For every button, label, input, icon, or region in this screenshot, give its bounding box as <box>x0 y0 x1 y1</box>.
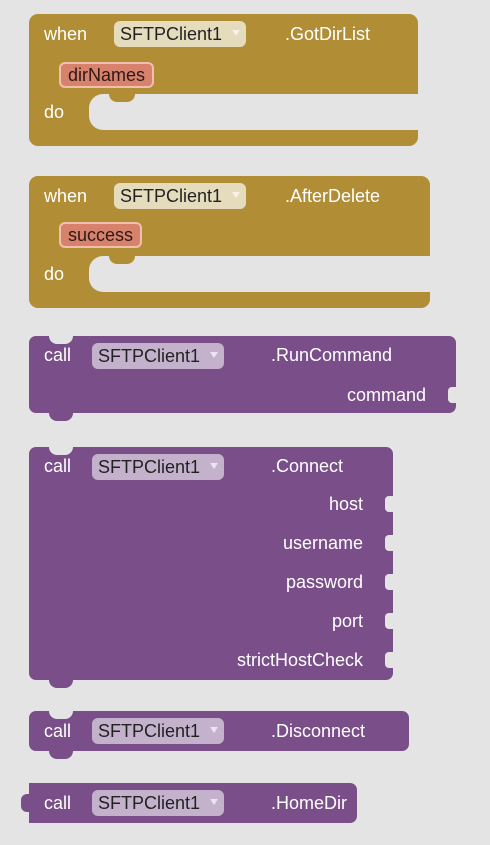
method-block-connect[interactable]: call SFTPClient1 .Connect host username … <box>29 447 393 680</box>
arg-socket-username[interactable] <box>385 535 393 551</box>
dropdown-arrow-icon <box>232 30 241 37</box>
component-dropdown[interactable]: SFTPClient1 <box>114 183 247 209</box>
component-dropdown[interactable]: SFTPClient1 <box>92 718 225 744</box>
component-name: SFTPClient1 <box>98 457 201 477</box>
next-connector <box>49 751 73 759</box>
component-dropdown[interactable]: SFTPClient1 <box>92 790 225 816</box>
param-chip-dirnames[interactable]: dirNames <box>59 62 155 88</box>
next-connector <box>49 680 73 688</box>
arg-label-port: port <box>331 611 363 631</box>
method-block-run-command[interactable]: call SFTPClient1 .RunCommand command <box>29 336 456 413</box>
statement-slot[interactable] <box>89 94 418 130</box>
dropdown-arrow-icon <box>210 463 219 470</box>
event-name: .AfterDelete <box>285 186 381 206</box>
arg-socket-port[interactable] <box>385 613 393 629</box>
dropdown-arrow-icon <box>232 192 241 199</box>
method-block-disconnect[interactable]: call SFTPClient1 .Disconnect <box>29 711 409 751</box>
keyword-when: when <box>44 24 88 44</box>
component-name: SFTPClient1 <box>98 721 201 741</box>
keyword-call: call <box>44 456 72 476</box>
previous-connector <box>49 336 73 344</box>
component-name: SFTPClient1 <box>120 186 223 206</box>
keyword-call: call <box>44 721 72 741</box>
event-block-after-delete[interactable]: when SFTPClient1 .AfterDelete success do <box>29 176 430 308</box>
arg-label-command: command <box>346 385 426 405</box>
arg-label-stricthostcheck: strictHostCheck <box>236 650 363 670</box>
statement-slot[interactable] <box>89 256 430 292</box>
dropdown-arrow-icon <box>210 799 219 806</box>
keyword-do: do <box>44 264 65 284</box>
component-name: SFTPClient1 <box>120 24 223 44</box>
next-connector <box>49 413 73 421</box>
method-name: .Connect <box>271 456 344 476</box>
method-name: .RunCommand <box>271 345 393 365</box>
arg-label-password: password <box>285 572 363 592</box>
component-name: SFTPClient1 <box>98 346 201 366</box>
previous-connector <box>49 711 73 719</box>
keyword-call: call <box>44 345 72 365</box>
output-plug <box>21 794 29 812</box>
dropdown-arrow-icon <box>210 352 219 359</box>
dropdown-arrow-icon <box>210 727 219 734</box>
method-name: .HomeDir <box>271 793 348 813</box>
keyword-call: call <box>44 793 72 813</box>
arg-socket-command[interactable] <box>448 387 456 403</box>
component-dropdown[interactable]: SFTPClient1 <box>92 343 225 369</box>
keyword-do: do <box>44 102 65 122</box>
method-name: .Disconnect <box>271 721 366 741</box>
keyword-when: when <box>44 186 88 206</box>
arg-label-username: username <box>282 533 363 553</box>
statement-notch <box>109 94 135 102</box>
arg-label-host: host <box>328 494 363 514</box>
event-block-got-dir-list[interactable]: when SFTPClient1 .GotDirList dirNames do <box>29 14 418 146</box>
param-chip-success[interactable]: success <box>59 222 143 248</box>
method-block-home-dir[interactable]: call SFTPClient1 .HomeDir <box>29 783 357 823</box>
component-dropdown[interactable]: SFTPClient1 <box>114 21 247 47</box>
arg-socket-stricthostcheck[interactable] <box>385 652 393 668</box>
statement-notch <box>109 256 135 264</box>
event-name: .GotDirList <box>285 24 371 44</box>
component-dropdown[interactable]: SFTPClient1 <box>92 454 225 480</box>
previous-connector <box>49 447 73 455</box>
component-name: SFTPClient1 <box>98 793 201 813</box>
arg-socket-password[interactable] <box>385 574 393 590</box>
arg-socket-host[interactable] <box>385 496 393 512</box>
